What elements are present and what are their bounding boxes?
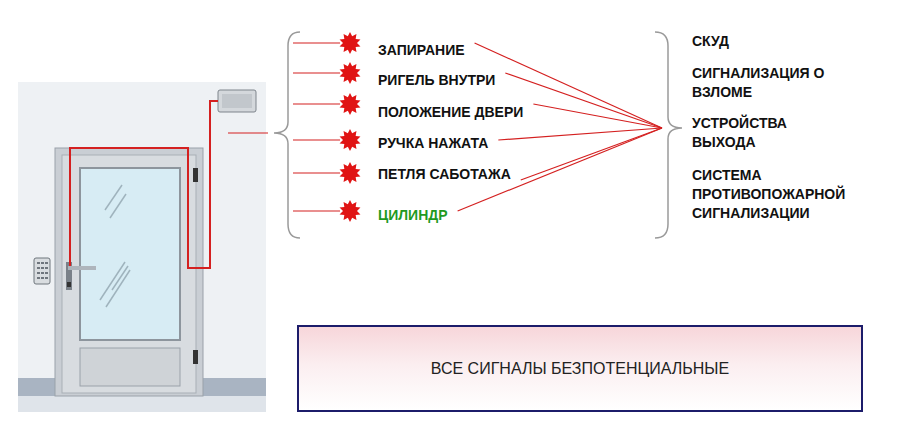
- hinge: [193, 350, 198, 364]
- signal-star: [340, 162, 361, 184]
- system-label: УСТРОЙСТВА ВЫХОДА: [692, 114, 852, 152]
- floor: [18, 396, 266, 412]
- signal-label: ПОЛОЖЕНИЕ ДВЕРИ: [378, 103, 523, 122]
- control-box: [218, 90, 256, 112]
- signal-star: [340, 62, 361, 84]
- hinge: [193, 168, 198, 182]
- system-label: СКУД: [692, 32, 852, 51]
- door-leaf: [62, 155, 196, 393]
- wall: [18, 82, 266, 412]
- note-text: ВСЕ СИГНАЛЫ БЕЗПОТЕНЦИАЛЬНЫЕ: [431, 360, 729, 378]
- signal-label: ЦИЛИНДР: [378, 206, 448, 225]
- control-box-face: [222, 94, 252, 108]
- door-glass: [80, 168, 180, 340]
- glass-reflection: [100, 185, 130, 307]
- signal-star: [340, 93, 361, 115]
- door-handle: [68, 266, 96, 270]
- leader-lines: [458, 43, 662, 211]
- cylinder-lock: [67, 282, 71, 287]
- door-panel: [80, 348, 180, 386]
- lead-line: [228, 132, 268, 133]
- leader-line: [533, 104, 662, 128]
- leader-line: [505, 73, 662, 128]
- signal-star: [340, 129, 361, 151]
- right-brace: [655, 32, 682, 238]
- signal-stars: [340, 32, 361, 222]
- note-box: ВСЕ СИГНАЛЫ БЕЗПОТЕНЦИАЛЬНЫЕ: [297, 325, 863, 412]
- door-frame: [55, 148, 203, 396]
- left-brace: [274, 32, 300, 238]
- signal-label: РУЧКА НАЖАТА: [378, 134, 488, 153]
- leader-line: [521, 128, 662, 180]
- brace-lines: [293, 43, 340, 211]
- keypad-keys: [37, 262, 48, 279]
- signal-wire: [70, 101, 218, 268]
- signal-label: РИГЕЛЬ ВНУТРИ: [378, 71, 495, 90]
- system-label: СИГНАЛИЗАЦИЯ О ВЗЛОМЕ: [692, 64, 852, 102]
- signal-label: ПЕТЛЯ САБОТАЖА: [378, 165, 511, 184]
- system-label: СИСТЕМА ПРОТИВОПОЖАРНОЙ СИГНАЛИЗАЦИИ: [692, 166, 857, 223]
- signal-star: [340, 32, 361, 54]
- signal-star: [340, 200, 361, 222]
- signal-label: ЗАПИРАНИЕ: [378, 41, 465, 60]
- keypad: [34, 258, 50, 284]
